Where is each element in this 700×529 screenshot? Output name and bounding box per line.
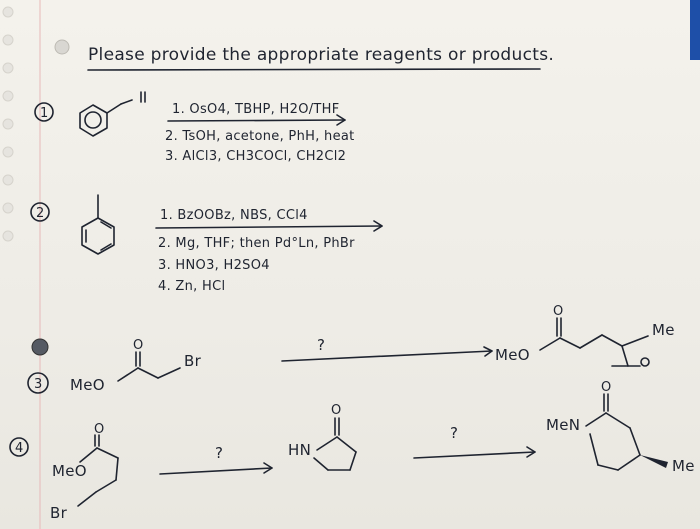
- double-bond-b: [100, 243, 112, 251]
- problem-3-arrow-head: [483, 346, 493, 357]
- sm-ester-bond: [79, 447, 98, 463]
- product-methoxy-label: MeO: [495, 346, 530, 364]
- problem-4-arrow-2-head: [526, 446, 536, 458]
- sm-carbonyl-o: O: [94, 422, 105, 437]
- problem-2-reagent-1: 1. BzOOBz, NBS, CCl4: [160, 208, 308, 223]
- problem-4-question-2: ?: [450, 424, 458, 442]
- sm-chain-1: [96, 447, 119, 459]
- problem-4-arrow-1-head: [263, 462, 273, 474]
- lactam-nh-label: HN: [288, 441, 311, 459]
- problem-2: 2 1. BzOOBz, NBS, CCl4 2. Mg, THF; then …: [30, 194, 383, 294]
- ester-bond: [117, 367, 139, 382]
- problem-1-reagent-2: 2. TsOH, acetone, PhH, heat: [165, 129, 355, 144]
- carbonyl-o-label: O: [133, 338, 144, 353]
- product-chain-3: [601, 334, 623, 347]
- sm-chain-3: [95, 479, 117, 493]
- product-ring-2: [605, 412, 631, 429]
- product-ring-6: [589, 433, 599, 466]
- vinyl-bond-2: [120, 99, 133, 105]
- product-chain-1: [559, 337, 581, 349]
- product-men-label: MeN: [546, 416, 580, 434]
- product-methyl-label: Me: [672, 457, 695, 475]
- problem-4: 4 O MeO Br ? HN O ?: [9, 380, 695, 522]
- spiral-holes: [2, 6, 14, 242]
- problem-3: 3 MeO O Br ? MeO O Me: [27, 304, 675, 394]
- product-ring-3: [629, 427, 641, 456]
- problem-1-arrow-head: [336, 114, 346, 126]
- problem-2-arrow-shaft: [155, 225, 383, 229]
- problem-4-arrow-2-shaft: [413, 451, 536, 459]
- product-carbonyl-o: O: [553, 304, 564, 319]
- problem-3-arrow-shaft: [281, 350, 493, 362]
- vinyl-bond-1: [106, 103, 122, 114]
- sm-chain-2: [115, 457, 119, 481]
- aromatic-circle: [84, 111, 102, 129]
- problem-1-reagent-1: 1. OsO4, TBHP, H2O/THF: [172, 102, 340, 117]
- heading-underline: [87, 68, 541, 71]
- problem-4-product: MeN O Me: [546, 380, 695, 475]
- wedge-bond: [640, 455, 668, 468]
- lactam-carbonyl-o: O: [331, 403, 342, 418]
- problem-4-number: 4: [15, 441, 24, 456]
- problem-3-starting-material: MeO O Br: [70, 338, 202, 394]
- binder-edge: [690, 0, 700, 60]
- bromide-label: Br: [184, 352, 202, 370]
- product-ring-4: [617, 454, 641, 471]
- sm-methoxy-label: MeO: [52, 462, 87, 480]
- problem-4-question-1: ?: [215, 444, 223, 462]
- sm-bromide-label: Br: [50, 504, 68, 522]
- problem-3-question: ?: [317, 336, 325, 354]
- problem-3-product: MeO O Me: [495, 304, 675, 367]
- problem-1-number: 1: [40, 106, 49, 121]
- benzene-ring: [79, 104, 108, 137]
- binder-ring-bottom: [31, 338, 49, 356]
- lactam-bond-1: [316, 436, 338, 451]
- sm-chain-4: [77, 491, 97, 507]
- problem-2-number-circle: [30, 202, 50, 222]
- lactam-bond-3: [349, 451, 357, 471]
- toluene-structure: [81, 194, 115, 255]
- product-ring-5: [597, 464, 619, 471]
- methoxy-label: MeO: [70, 376, 105, 394]
- problem-2-reagent-4: 4. Zn, HCl: [158, 279, 225, 294]
- problem-3-number: 3: [34, 377, 43, 392]
- problem-4-number-circle: [9, 437, 29, 457]
- problem-2-reagent-3: 3. HNO3, H2SO4: [158, 258, 270, 273]
- problem-1-reagent-3: 3. AlCl3, CH3COCl, CH2Cl2: [165, 149, 346, 164]
- product-ring-1: [585, 412, 607, 427]
- binder-ring-top: [54, 39, 70, 55]
- lactam-bond-5: [313, 457, 329, 471]
- ch2-bond: [157, 367, 181, 379]
- problem-4-starting-material: O MeO Br: [50, 422, 119, 522]
- styrene-structure: [79, 91, 146, 137]
- problem-4-intermediate: HN O: [288, 403, 357, 471]
- methyl-bond: [621, 335, 649, 347]
- product-methyl-label: Me: [652, 321, 675, 339]
- lactam-bond-2: [336, 436, 357, 453]
- epoxide-oxygen: [640, 357, 650, 367]
- product-ester-bond: [539, 337, 561, 351]
- problem-2-number: 2: [36, 206, 45, 221]
- alpha-bond: [137, 367, 159, 379]
- problem-1-number-circle: [34, 102, 54, 122]
- benzene-ring: [81, 217, 115, 255]
- problem-2-arrow-head: [373, 220, 383, 232]
- product-carbonyl-o: O: [601, 380, 612, 395]
- double-bond-c: [100, 221, 112, 229]
- problem-1: 1 1. OsO4, TBHP, H2O/THF 2. TsOH, aceton…: [34, 91, 355, 164]
- page-heading: Please provide the appropriate reagents …: [88, 45, 554, 65]
- product-chain-2: [579, 334, 603, 349]
- problem-4-arrow-1-shaft: [159, 467, 273, 475]
- problem-2-reagent-2: 2. Mg, THF; then Pd°Ln, PhBr: [158, 236, 355, 251]
- problem-3-number-circle: [27, 372, 49, 394]
- epoxide-c-c: [621, 345, 629, 367]
- problem-1-arrow-shaft: [167, 119, 346, 122]
